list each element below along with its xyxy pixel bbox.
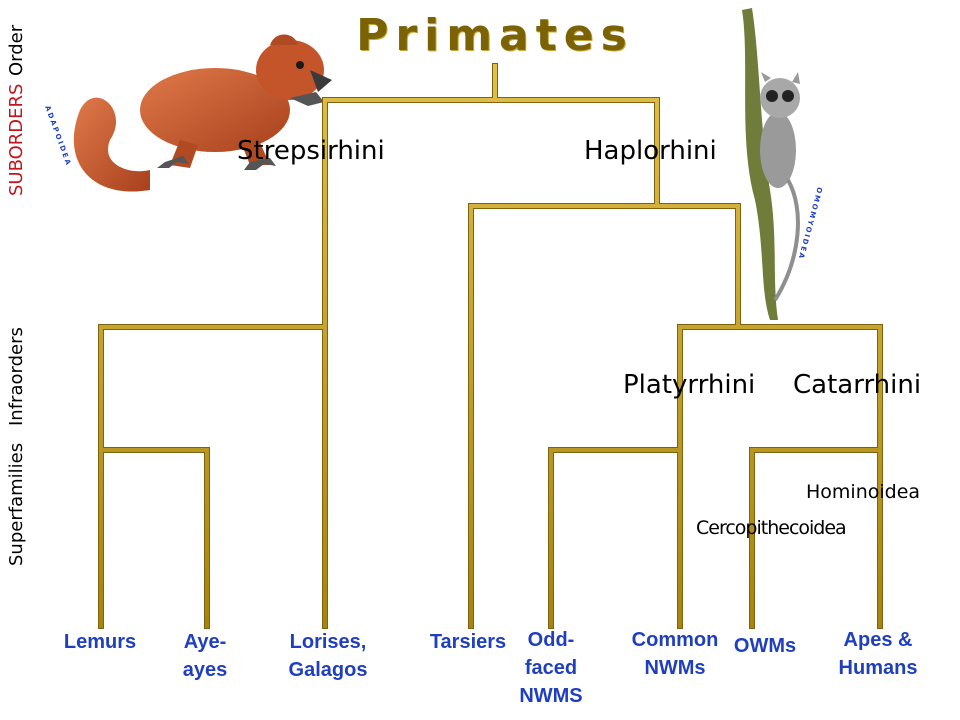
leaf-common-line1: Common: [631, 629, 719, 651]
leaf-lorises-line2: Galagos: [288, 659, 368, 681]
leaf-owms-text: OWMs: [733, 635, 797, 657]
leaf-odd-line3: NWMS: [519, 685, 583, 707]
node-catarrhini: Catarrhini: [793, 370, 922, 400]
leaf-aye-ayes-line1: Aye-: [183, 631, 227, 653]
leaf-tarsiers-text: Tarsiers: [429, 631, 507, 653]
leaf-common-nwms: Common NWMs: [622, 626, 728, 682]
leaf-apes-line1: Apes &: [843, 629, 913, 651]
tarsier-on-branch-icon: [742, 8, 800, 320]
lemur-illustration-icon: [73, 34, 332, 192]
leaf-apes-humans: Apes & Humans: [828, 626, 928, 682]
leaf-lorises-galagos: Lorises, Galagos: [278, 628, 378, 684]
side-label-superfamilies: Superfamilies: [6, 442, 27, 566]
node-strepsirhini: Strepsirhini: [237, 136, 385, 166]
leaf-lemurs-text: Lemurs: [63, 631, 137, 653]
leaf-aye-ayes-line2: ayes: [182, 659, 228, 681]
node-cercopithecoidea: Cercopithecoidea: [696, 517, 847, 539]
diagram-title: Primates: [356, 10, 634, 61]
side-label-infraorders: Infraorders: [6, 327, 27, 426]
leaf-lemurs: Lemurs: [58, 628, 142, 656]
leaf-lorises-line1: Lorises,: [289, 631, 367, 653]
leaf-tarsiers: Tarsiers: [422, 628, 514, 656]
leaf-apes-line2: Humans: [838, 657, 918, 679]
node-hominoidea: Hominoidea: [806, 481, 921, 503]
side-label-order: Order: [6, 24, 27, 76]
leaf-odd-line1: Odd-: [527, 629, 575, 651]
leaf-aye-ayes: Aye- ayes: [170, 628, 240, 684]
node-platyrrhini: Platyrrhini: [623, 370, 756, 400]
side-label-suborders: SUBORDERS: [6, 83, 27, 196]
tree-fill: [99, 64, 882, 628]
leaf-odd-line2: faced: [524, 657, 578, 679]
leaf-odd-faced-nwms: Odd- faced NWMS: [513, 626, 589, 710]
node-haplorhini: Haplorhini: [584, 136, 717, 166]
leaf-owms: OWMs: [728, 632, 802, 660]
leaf-common-line2: NWMs: [644, 657, 706, 679]
